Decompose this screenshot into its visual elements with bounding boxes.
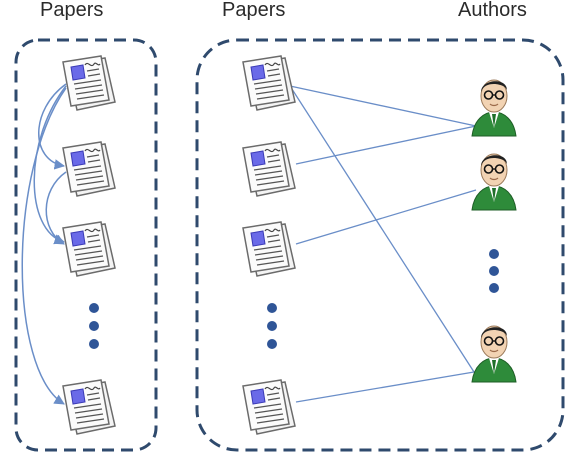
authorship-edge	[289, 85, 475, 373]
paper-icon	[62, 55, 116, 111]
citation-arrow	[38, 83, 67, 170]
authorship-edge	[289, 85, 477, 127]
paper-icon	[242, 221, 296, 277]
citation-group-border	[14, 38, 158, 452]
ellipsis-dot	[267, 321, 277, 331]
authorship-edge	[295, 125, 477, 165]
ellipsis-dot	[267, 303, 277, 313]
author-icon	[471, 153, 517, 211]
authorship-edge	[295, 189, 477, 245]
paper-icon	[62, 379, 116, 435]
ellipsis-dot	[489, 249, 499, 259]
authorship-group-border	[195, 38, 565, 452]
author-icon	[471, 325, 517, 383]
middle-papers-header: Papers	[222, 0, 285, 21]
paper-icon	[62, 141, 116, 197]
citation-arrow	[33, 85, 67, 245]
paper-icon	[242, 379, 296, 435]
authorship-edge	[295, 371, 475, 403]
ellipsis-dot	[489, 283, 499, 293]
ellipsis-dot	[89, 303, 99, 313]
authors-header: Authors	[458, 0, 527, 21]
left-papers-header: Papers	[40, 0, 103, 21]
citation-arrow	[21, 87, 67, 405]
paper-icon	[242, 55, 296, 111]
ellipsis-dot	[489, 266, 499, 276]
ellipsis-dot	[89, 321, 99, 331]
paper-icon	[242, 141, 296, 197]
ellipsis-dot	[89, 339, 99, 349]
ellipsis-dot	[267, 339, 277, 349]
author-icon	[471, 79, 517, 137]
paper-icon	[62, 221, 116, 277]
citation-arrow	[45, 171, 67, 245]
